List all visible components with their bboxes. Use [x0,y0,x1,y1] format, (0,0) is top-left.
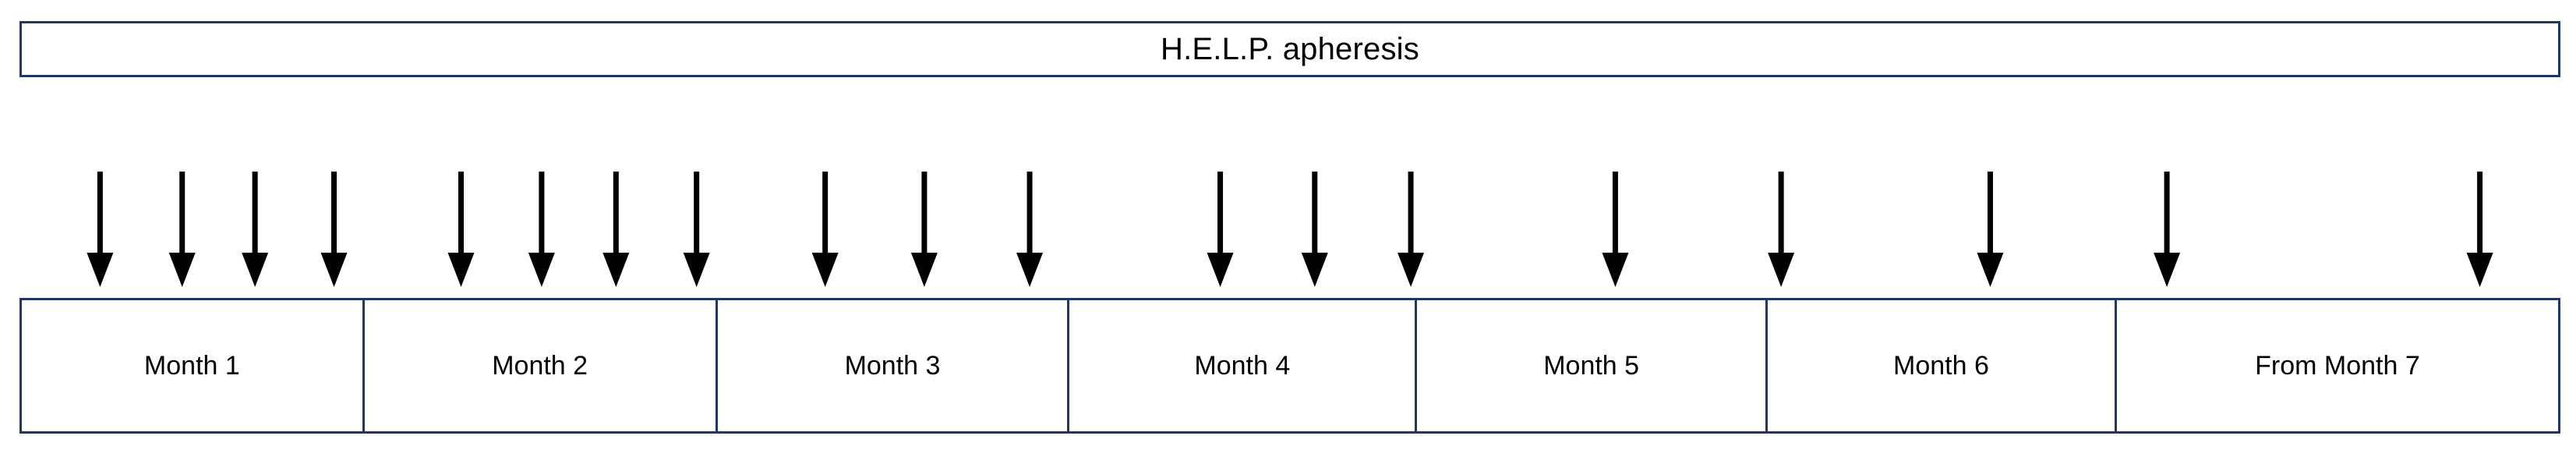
apheresis-arrow-m6-2 [2154,172,2181,287]
month-label: Month 1 [143,351,240,381]
apheresis-arrow-m2-3 [602,172,630,287]
month-label: Month 2 [492,351,588,381]
month-cell-4[interactable]: Month 4 [1069,300,1418,431]
apheresis-arrow-m7-1 [2466,172,2493,287]
month-cell-5[interactable]: Month 5 [1417,300,1769,431]
month-cell-1[interactable]: Month 1 [22,300,365,431]
apheresis-arrow-m2-1 [447,172,475,287]
apheresis-arrow-m4-2 [1301,172,1328,287]
month-label: Month 5 [1543,351,1640,381]
apheresis-arrow-m3-1 [811,172,839,287]
apheresis-arrow-m5-1 [1602,172,1629,287]
apheresis-arrow-m4-1 [1207,172,1234,287]
month-row: Month 1 Month 2 Month 3 Month 4 Month 5 Month… [19,298,2560,434]
apheresis-arrow-m2-4 [683,172,710,287]
apheresis-arrow-m6-1 [1977,172,2004,287]
month-label: From Month 7 [2255,351,2420,381]
treatment-bar: H.E.L.P. apheresis [19,21,2560,77]
apheresis-arrow-m1-1 [87,172,114,287]
apheresis-arrow-m3-3 [1016,172,1044,287]
apheresis-arrow-m1-2 [168,172,196,287]
apheresis-arrow-m3-2 [910,172,938,287]
month-label: Month 4 [1194,351,1291,381]
month-cell-2[interactable]: Month 2 [364,300,718,431]
apheresis-arrow-m4-3 [1398,172,1425,287]
month-cell-6[interactable]: Month 6 [1768,300,2117,431]
month-label: Month 6 [1893,351,1989,381]
month-label: Month 3 [844,351,941,381]
apheresis-arrow-m1-3 [242,172,269,287]
apheresis-arrow-m5-2 [1768,172,1795,287]
apheresis-arrow-m1-4 [320,172,348,287]
month-cell-7[interactable]: From Month 7 [2116,300,2558,431]
treatment-name-label: H.E.L.P. apheresis [1161,32,1419,66]
month-cell-3[interactable]: Month 3 [717,300,1070,431]
apheresis-arrow-m2-2 [528,172,555,287]
